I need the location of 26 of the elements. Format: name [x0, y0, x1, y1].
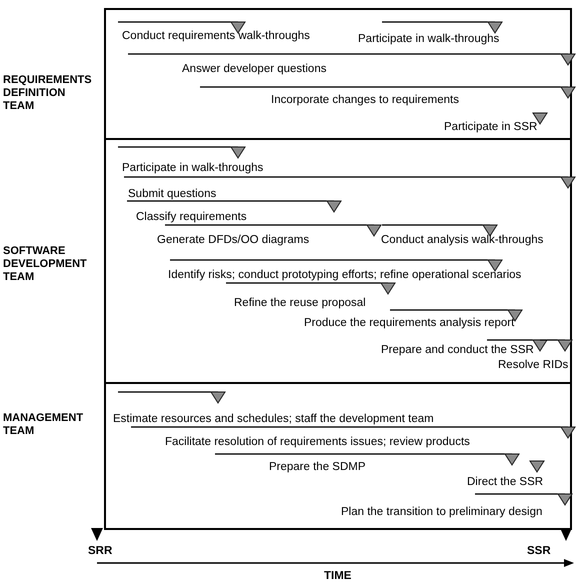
task-label: Plan the transition to preliminary design — [341, 506, 542, 519]
task-label: Participate in walk-throughs — [122, 162, 264, 175]
task-label: Prepare the SDMP — [269, 461, 366, 474]
task-label: Classify requirements — [136, 211, 247, 224]
team-heading: SOFTWARE DEVELOPMENT TEAM — [3, 245, 88, 284]
task-label: Conduct analysis walk-throughs — [381, 234, 544, 247]
task-label: Resolve RIDs — [498, 359, 568, 372]
task-label: Direct the SSR — [467, 476, 544, 489]
task-label: Incorporate changes to requirements — [271, 94, 459, 107]
task-label: Conduct requirements walk-throughs — [122, 30, 310, 43]
milestone-label: SSR — [527, 545, 551, 557]
task-label: Participate in walk-throughs — [358, 33, 500, 46]
task-label: Produce the requirements analysis report — [304, 317, 514, 330]
task-label: Participate in SSR — [444, 121, 538, 134]
team-heading: REQUIREMENTS DEFINITION TEAM — [3, 74, 93, 113]
team-heading: MANAGEMENT TEAM — [3, 412, 84, 438]
milestone-label: SRR — [88, 545, 112, 557]
task-label: Identify risks; conduct prototyping efforts; refine operational scenarios — [168, 269, 522, 282]
task-label: Refine the reuse proposal — [234, 297, 366, 310]
task-label: Answer developer questions — [182, 63, 326, 76]
axis-label: TIME — [324, 570, 352, 582]
task-label: Prepare and conduct the SSR — [381, 344, 534, 357]
task-label: Estimate resources and schedules; staff the development team — [113, 413, 434, 426]
task-label: Submit questions — [128, 188, 216, 201]
task-label: Facilitate resolution of requirements issues; review products — [165, 436, 470, 449]
task-label: Generate DFDs/OO diagrams — [157, 234, 310, 247]
